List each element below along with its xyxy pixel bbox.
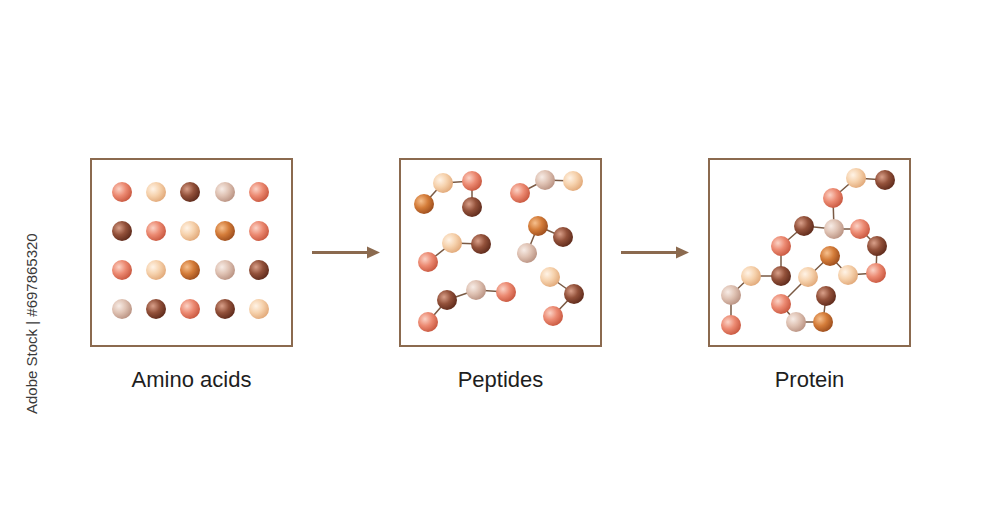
amino-ball [771,236,791,256]
amino-ball [112,221,132,241]
peptide-bond [428,290,506,322]
amino-ball [462,197,482,217]
amino-ball [721,285,741,305]
watermark-text: Adobe Stock | #697865320 [23,233,40,414]
amino-ball [496,282,516,302]
stage-box: Peptides [399,158,602,347]
amino-ball [249,221,269,241]
amino-ball [418,312,438,332]
amino-ball [215,299,235,319]
amino-ball [823,188,843,208]
amino-ball [820,246,840,266]
amino-ball [418,252,438,272]
amino-ball [786,312,806,332]
amino-ball [816,286,836,306]
amino-ball [850,219,870,239]
amino-ball [528,216,548,236]
amino-ball [846,168,866,188]
amino-ball [771,294,791,314]
amino-ball [249,260,269,280]
amino-ball [471,234,491,254]
amino-ball [433,173,453,193]
amino-ball [798,267,818,287]
peptide-bond [731,226,877,325]
amino-ball [112,260,132,280]
amino-ball [771,266,791,286]
amino-ball [543,306,563,326]
amino-ball [517,243,537,263]
amino-ball [146,299,166,319]
stage-label: Peptides [458,367,544,393]
amino-ball [553,227,573,247]
amino-ball [867,236,887,256]
amino-ball [535,170,555,190]
amino-ball [813,312,833,332]
amino-ball [741,266,761,286]
amino-ball [563,171,583,191]
amino-ball [838,265,858,285]
amino-ball [462,171,482,191]
amino-ball [215,221,235,241]
amino-ball [112,182,132,202]
amino-ball [112,299,132,319]
amino-ball [249,182,269,202]
amino-ball [437,290,457,310]
amino-ball [146,260,166,280]
amino-ball [146,182,166,202]
amino-ball [215,182,235,202]
amino-ball [249,299,269,319]
amino-ball [466,280,486,300]
amino-ball [180,182,200,202]
amino-ball [442,233,462,253]
stage-box: Protein [708,158,911,347]
amino-ball [510,183,530,203]
process-arrow [312,247,380,259]
amino-ball [721,315,741,335]
amino-ball [180,221,200,241]
amino-ball [564,284,584,304]
amino-ball [866,263,886,283]
amino-ball [146,221,166,241]
amino-ball [540,267,560,287]
amino-ball [180,299,200,319]
amino-ball [215,260,235,280]
process-arrow [621,247,689,259]
amino-ball [824,219,844,239]
amino-ball [794,216,814,236]
stage-label: Protein [775,367,845,393]
stage-box: Amino acids [90,158,293,347]
amino-ball [180,260,200,280]
stage-label: Amino acids [132,367,252,393]
amino-ball [875,170,895,190]
amino-ball [414,194,434,214]
